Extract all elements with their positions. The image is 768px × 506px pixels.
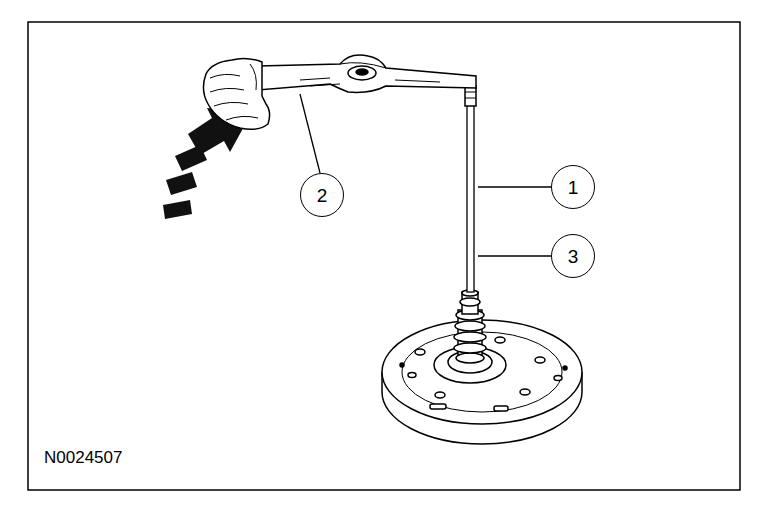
callout-circle: 1 xyxy=(551,165,595,209)
callout-number: 3 xyxy=(568,247,579,266)
hand xyxy=(203,58,269,129)
leader-line xyxy=(300,94,551,256)
callout-number: 1 xyxy=(568,178,579,197)
callout-circle: 2 xyxy=(300,173,344,217)
figure-code: N0024507 xyxy=(44,448,122,468)
extension-rod xyxy=(465,86,476,292)
pump-body xyxy=(382,320,582,444)
input-shaft xyxy=(454,290,486,363)
callout-number: 2 xyxy=(317,186,328,205)
torque-wrench xyxy=(258,55,476,92)
frame-border xyxy=(28,22,740,490)
callout-circle: 3 xyxy=(551,234,595,278)
